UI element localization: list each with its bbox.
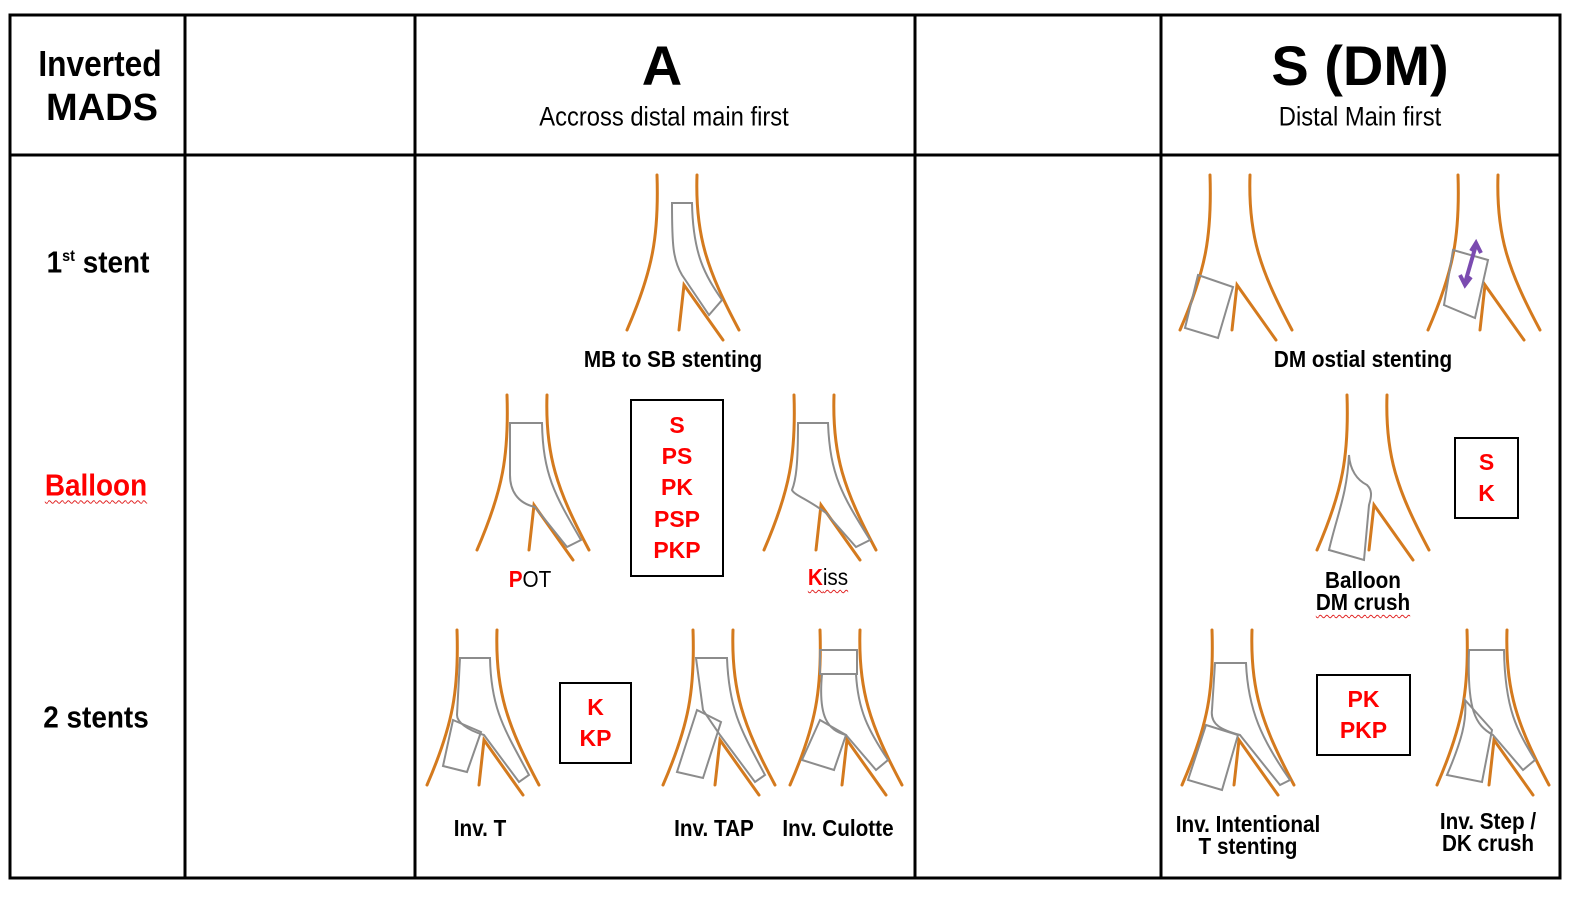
figure-inv-tap — [661, 628, 777, 797]
corner-title-line1: Inverted — [38, 43, 162, 84]
corner-title-line2: MADS — [46, 87, 158, 129]
option: PKP — [653, 536, 701, 563]
figure-balloon-dm-crush — [1315, 393, 1431, 562]
label-pot: POT — [508, 566, 552, 593]
label-inv-tap: Inv. TAP — [674, 815, 754, 842]
label-inv-culotte: Inv. Culotte — [782, 815, 894, 842]
option: K — [1478, 480, 1495, 506]
figure-inv-culotte — [788, 628, 904, 797]
balloon-options-box-s: S K — [1454, 437, 1519, 519]
option: PK — [1347, 685, 1380, 712]
label-kiss: Kiss — [807, 564, 849, 591]
figure-inv-intentional-t — [1180, 628, 1296, 797]
option: KP — [579, 725, 612, 751]
option: PK — [661, 474, 693, 501]
figure-mb-to-sb — [625, 173, 741, 342]
two-stents-options-box-s: PK PKP — [1316, 674, 1411, 756]
label-mb-to-sb: MB to SB stenting — [583, 346, 763, 373]
row-label-balloon: Balloon — [44, 467, 148, 503]
column-a-title: A — [641, 34, 683, 97]
column-a-subtitle: Accross distal main first — [539, 101, 789, 132]
option: PKP — [1339, 717, 1388, 743]
label-dm-ostial: DM ostial stenting — [1273, 346, 1453, 373]
figure-pot — [475, 393, 591, 562]
column-s-subtitle: Distal Main first — [1278, 101, 1442, 132]
figure-dm-ostial-2 — [1426, 173, 1542, 342]
label-inv-step-dk-crush: Inv. Step /DK crush — [1439, 808, 1537, 856]
figure-inv-t — [425, 628, 541, 797]
table-grid — [8, 13, 1562, 880]
row-label-first-stent: 1st stent — [46, 244, 150, 280]
option: K — [587, 693, 604, 720]
figure-inv-step-dk-crush — [1435, 628, 1551, 797]
figure-dm-ostial-1 — [1178, 173, 1294, 342]
option: S — [669, 412, 685, 439]
double-arrow-icon — [1458, 238, 1483, 289]
label-inv-t: Inv. T — [453, 815, 507, 842]
balloon-options-box-a: S PS PK PSP PKP — [630, 399, 724, 577]
two-stents-options-box-a: K KP — [559, 682, 632, 764]
column-s-title: S (DM) — [1271, 34, 1449, 97]
option: S — [1478, 448, 1495, 475]
figure-kiss — [762, 393, 878, 562]
option: PSP — [653, 505, 701, 532]
option: PS — [661, 443, 693, 470]
row-label-two-stents: 2 stents — [43, 699, 149, 735]
